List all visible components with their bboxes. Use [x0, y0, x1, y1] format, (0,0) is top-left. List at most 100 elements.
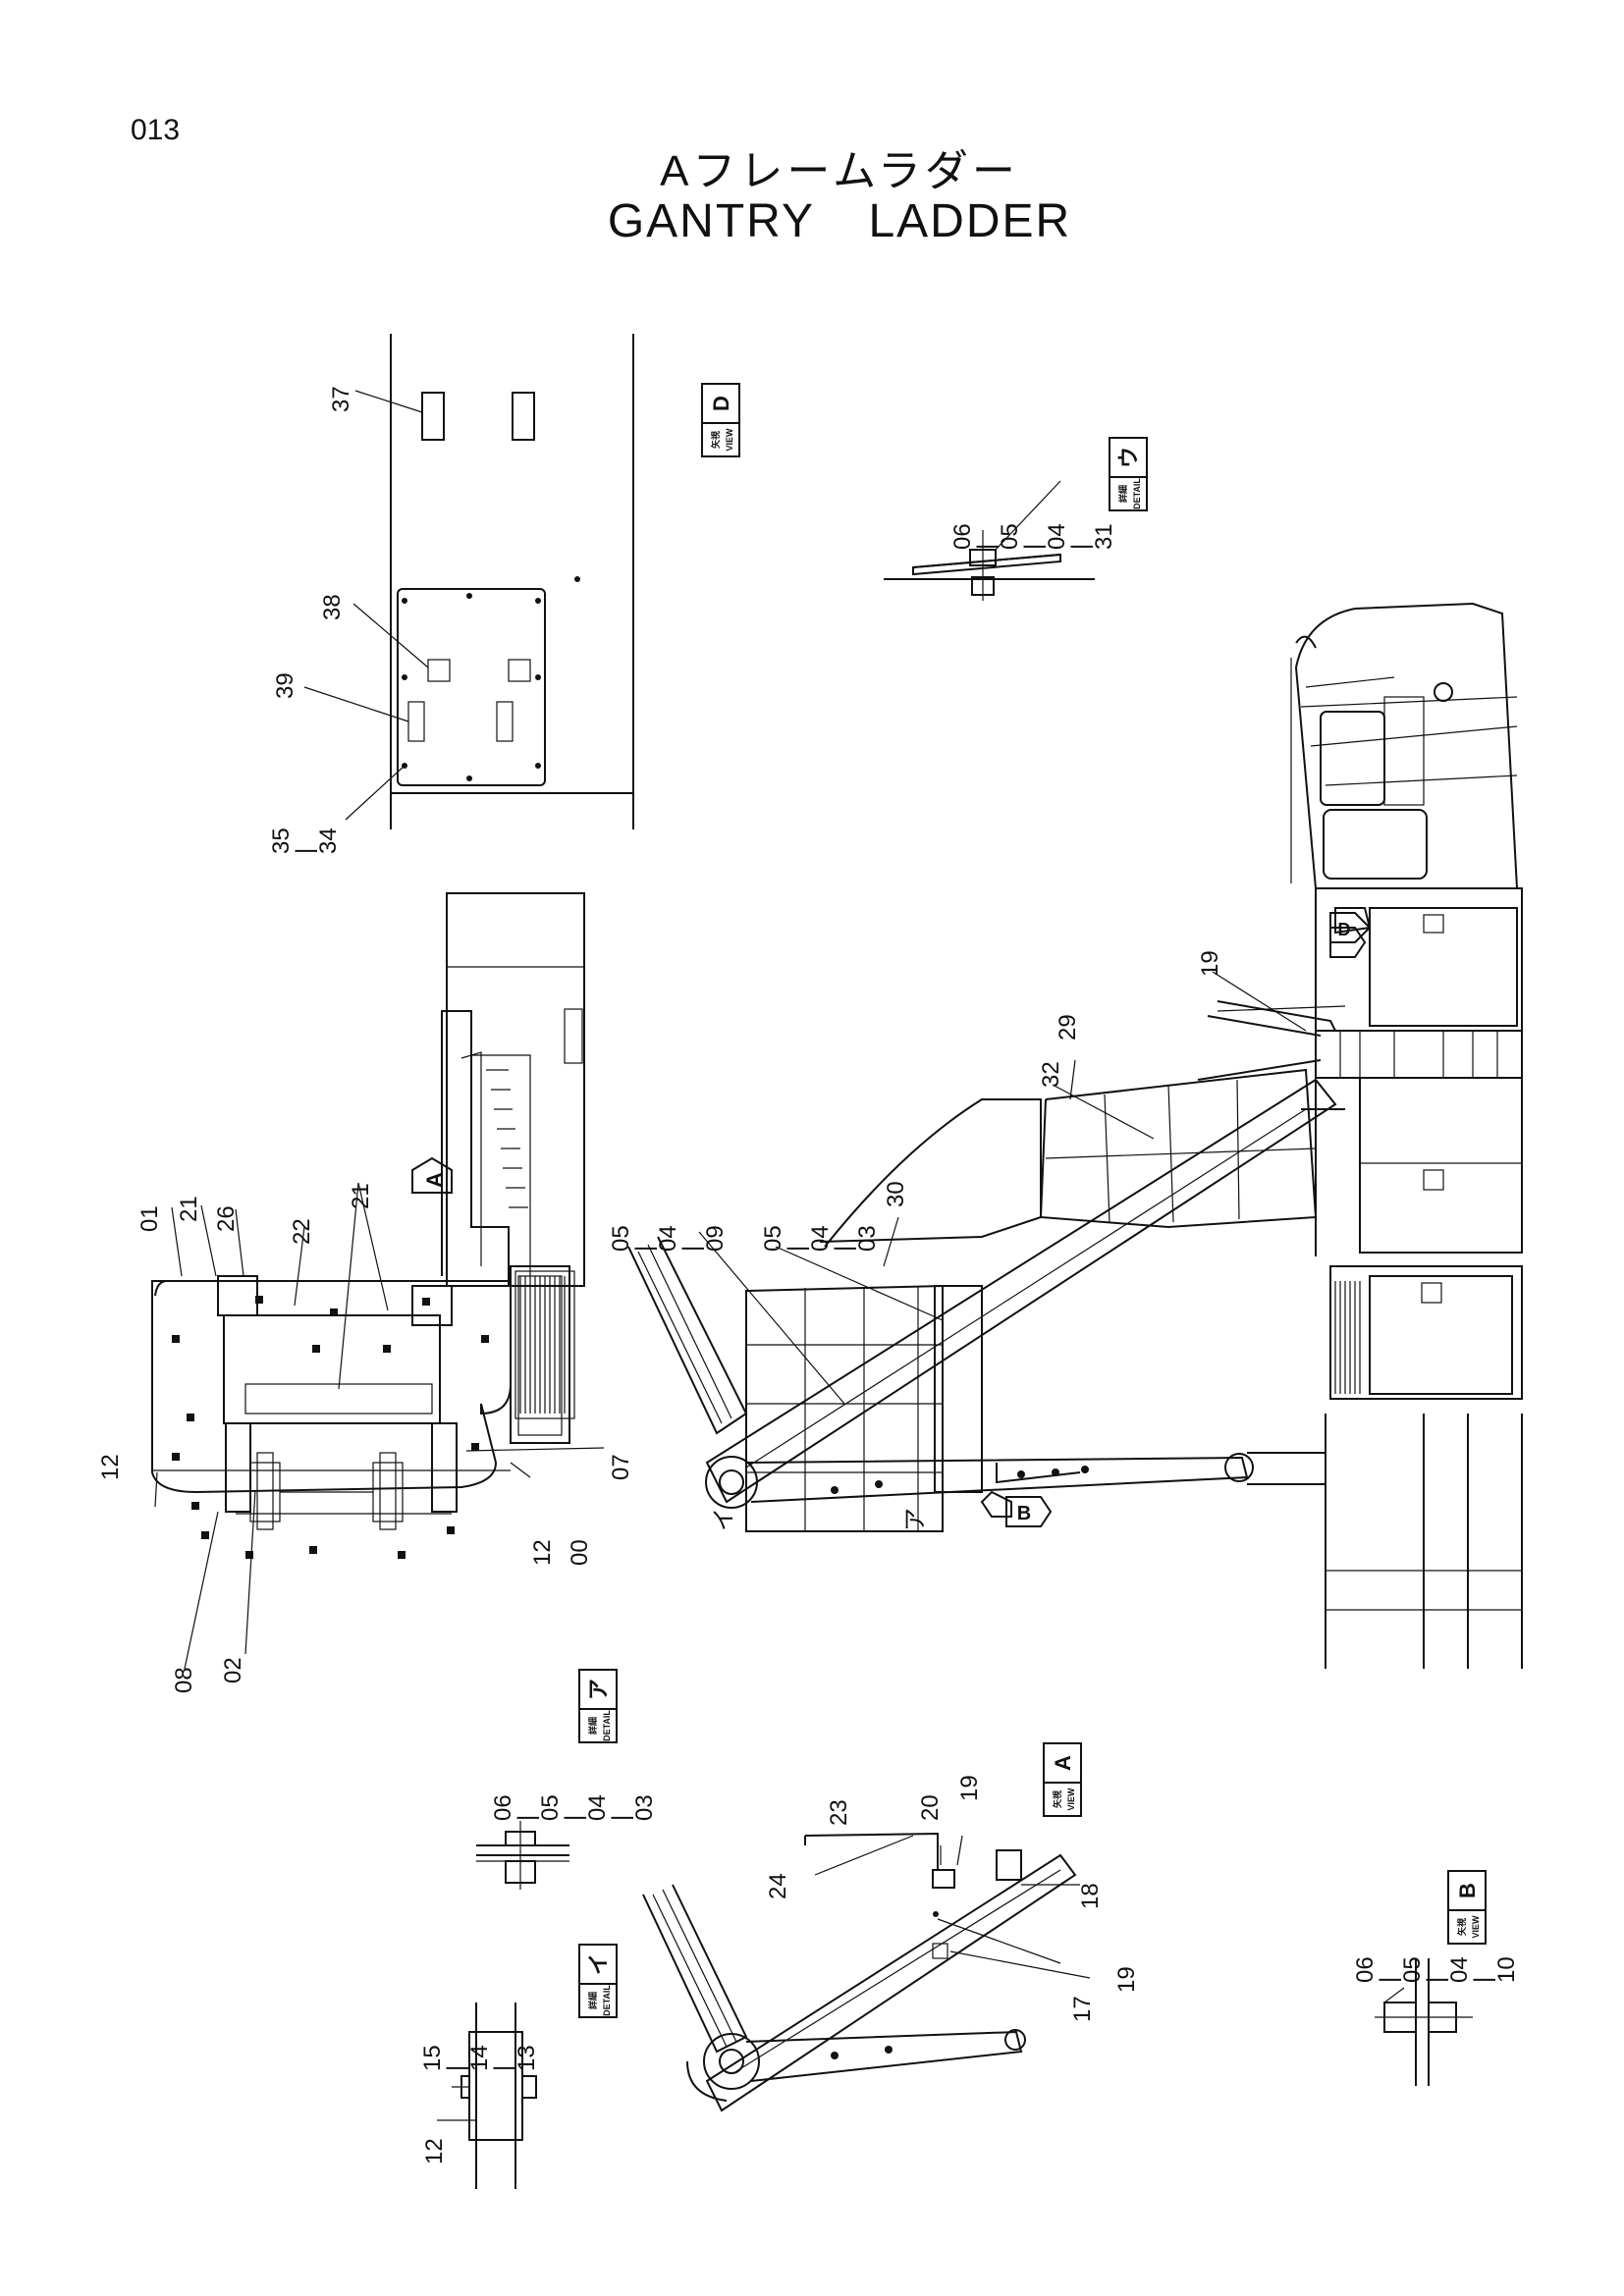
view-d-drawing: [303, 334, 634, 829]
callout-line: 24: [765, 1873, 791, 1899]
callout-label: 24: [765, 1873, 791, 1899]
view-tag-letter: ア: [586, 1679, 611, 1700]
callout-line: 30: [883, 1181, 909, 1207]
callout-line: 12: [421, 2138, 448, 2164]
callout-line: 32: [1038, 1061, 1064, 1088]
callout-label: 12: [97, 1454, 124, 1480]
callout-line: 05: [608, 1225, 634, 1252]
callout-label: 18: [1077, 1883, 1104, 1909]
callout-label: 02: [220, 1657, 246, 1683]
detail-u-drawing: [884, 480, 1095, 601]
callout-line: 14: [466, 2045, 493, 2071]
callout-line: 12: [97, 1454, 124, 1480]
callout-label: 35|34: [268, 828, 342, 854]
side-view-leaders: [698, 971, 1307, 1405]
view-tag-letter: ウ: [1116, 447, 1141, 468]
arrow-letter: B: [1017, 1503, 1031, 1524]
callout-line: 23: [826, 1799, 852, 1826]
callout-label: 06|05|04|10: [1352, 1956, 1520, 1983]
callout-line: ア: [902, 1508, 929, 1531]
callout-line: |: [678, 1246, 705, 1252]
callout-line: 06: [1352, 1956, 1379, 1983]
callout-line: 22: [289, 1218, 315, 1245]
view-tag-letter: D: [709, 396, 733, 411]
callout-line: 10: [1493, 1956, 1520, 1983]
view-tag-kind: VIEW: [725, 428, 734, 452]
callout-label: 26: [213, 1205, 240, 1232]
callout-line: 04: [584, 1794, 611, 1821]
callout-line: |: [292, 848, 318, 854]
callout-line: 05: [1399, 1956, 1426, 1983]
view-a-callouts: 23 20 19 24 18 19 17: [765, 1775, 1140, 2022]
callout-line: 08: [171, 1667, 197, 1693]
callout-line: |: [831, 1246, 857, 1252]
view-b-drawing: [1375, 1958, 1473, 2086]
callout-label: 30: [883, 1181, 909, 1207]
callout-line: 04: [1446, 1956, 1473, 1983]
view-tag-letter: イ: [586, 1953, 611, 1975]
callout-label: 00: [567, 1539, 593, 1566]
view-tag-kind: DETAIL: [1132, 478, 1142, 509]
view-tag-kanji: 矢視: [710, 431, 721, 449]
page-number: 013: [131, 114, 181, 146]
view-tag-letter: B: [1455, 1883, 1480, 1898]
callout-line: 06: [949, 523, 976, 550]
callout-label: 32: [1038, 1061, 1064, 1088]
plan-view-leaders: [154, 1182, 605, 1670]
callout-line: 21: [348, 1183, 374, 1209]
detail-i-callouts: 15|14|13 12: [419, 2045, 540, 2164]
callout-line: 39: [272, 672, 298, 699]
title-english: GANTRY LADDER: [607, 195, 1072, 247]
callout-line: 19: [1197, 950, 1223, 977]
callout-line: 31: [1091, 523, 1117, 550]
detail-i-drawing: [437, 2002, 537, 2189]
callout-line: |: [631, 1246, 658, 1252]
callout-line: 06: [490, 1794, 516, 1821]
view-b-callouts: 06|05|04|10: [1352, 1956, 1520, 1983]
callout-line: |: [1376, 1977, 1402, 1983]
callout-line: 03: [854, 1225, 881, 1252]
plan-view-callouts: 01 21 26 22 21 12 07 12 00 08 02: [97, 1183, 634, 1693]
callout-line: 17: [1069, 1996, 1096, 2022]
callout-line: 12: [529, 1539, 556, 1566]
callout-label: 39: [272, 672, 298, 699]
callout-line: 01: [136, 1205, 163, 1232]
callout-label: 21: [348, 1183, 374, 1209]
callout-label: 20: [917, 1794, 944, 1821]
callout-line: 00: [567, 1539, 593, 1566]
view-a-drawing: [642, 1832, 1077, 2112]
arrow-a-plan: A: [411, 1156, 453, 1194]
view-tag-frame: [1109, 437, 1148, 511]
callout-label: 08: [171, 1667, 197, 1693]
callout-line: 07: [608, 1454, 634, 1480]
view-a-leaders: [814, 1835, 1091, 1979]
callout-line: 05: [537, 1794, 564, 1821]
callout-label: 15|14|13: [419, 2045, 540, 2071]
view-tag-kanji: 矢視: [1456, 1918, 1467, 1936]
arrow-letter: D: [1338, 920, 1351, 939]
callout-line: 04: [655, 1225, 681, 1252]
callout-line: |: [561, 1815, 587, 1821]
view-tag-frame: [1447, 1870, 1487, 1945]
view-tag-frame: [1043, 1742, 1082, 1817]
arrow-b: B: [1005, 1496, 1053, 1527]
callout-line: |: [1067, 544, 1094, 550]
callout-label: 05|04|09: [608, 1225, 729, 1252]
callout-line: 02: [220, 1657, 246, 1683]
callout-line: イ: [711, 1508, 737, 1531]
callout-label: 17: [1069, 1996, 1096, 2022]
callout-label: 38: [319, 594, 346, 620]
callout-line: 05: [760, 1225, 786, 1252]
callout-label: 29: [1055, 1014, 1081, 1041]
view-tag-kanji: 詳細: [587, 1992, 598, 2009]
callout-line: |: [1470, 1977, 1496, 1983]
callout-line: 19: [956, 1775, 983, 1801]
callout-line: |: [784, 1246, 810, 1252]
callout-line: 04: [1044, 523, 1070, 550]
callout-label: 05|04|03: [760, 1225, 881, 1252]
side-view-callouts: 19 29 32 30 05|04|03 05|04|09 イ ア: [608, 950, 1223, 1531]
